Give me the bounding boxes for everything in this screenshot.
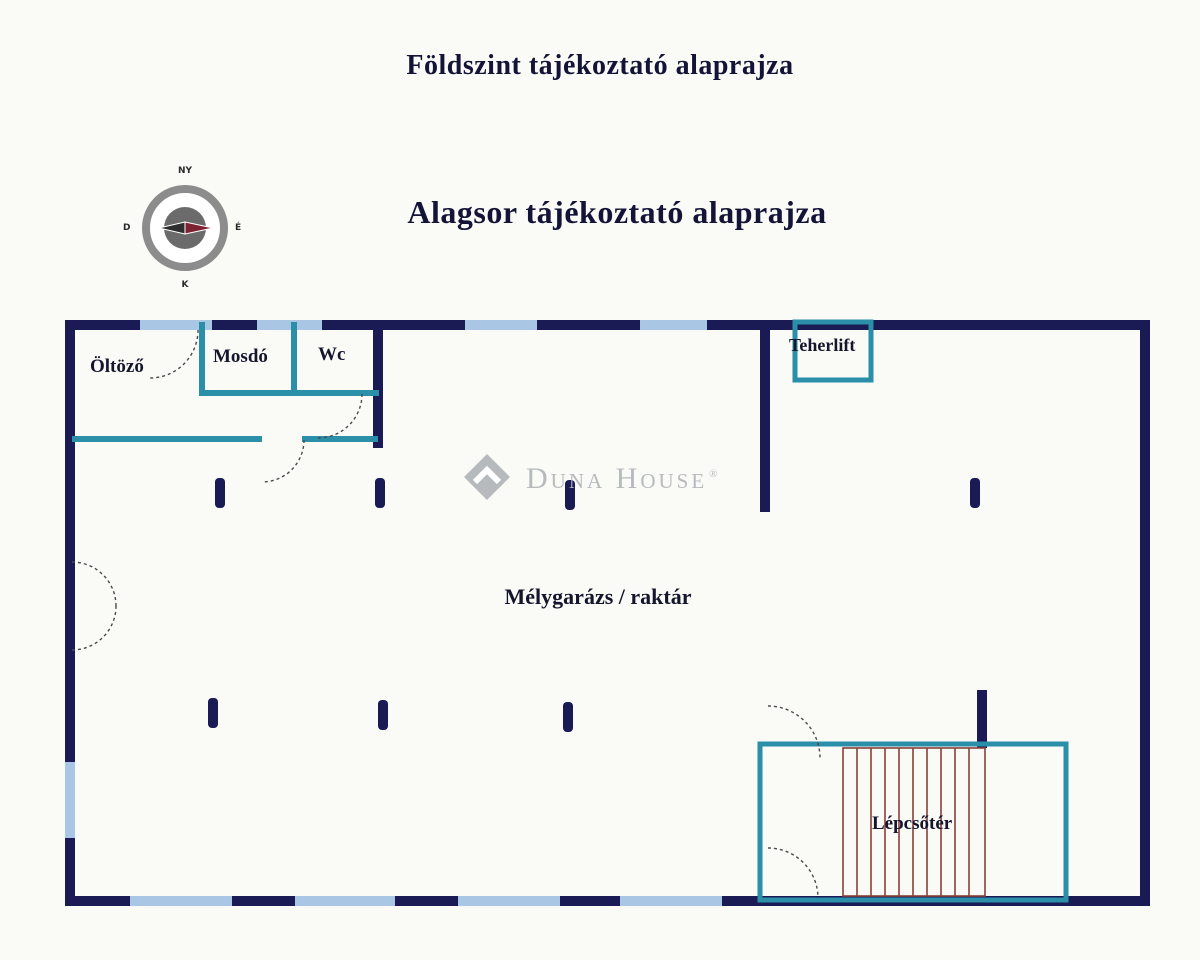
partition-corridor-right	[302, 436, 378, 442]
pillar	[970, 478, 980, 508]
watermark-brand: Duna House	[526, 462, 708, 495]
partition-below-mosdo-wc	[199, 390, 379, 396]
compass-graphic	[142, 185, 228, 271]
wall-right	[1140, 320, 1150, 906]
basement-title: Alagsor tájékoztató alaprajza	[407, 194, 827, 230]
pillar	[378, 700, 388, 730]
pillar	[565, 480, 575, 510]
wall-stair-stub	[977, 690, 987, 748]
watermark: Duna House®	[462, 449, 721, 504]
window-segment	[257, 320, 322, 330]
stair-run-outline	[842, 747, 986, 897]
room-label-teherlift: Teherlift	[789, 335, 856, 355]
window-segment	[465, 320, 537, 330]
window-segment	[130, 896, 232, 906]
door-arc-stairwell-bottom	[767, 847, 819, 899]
teherlift-shaft	[792, 319, 874, 383]
compass-label-right: É	[235, 223, 242, 233]
room-label-melygarazs: Mélygarázs / raktár	[504, 584, 692, 609]
room-label-oltozo: Öltöző	[90, 356, 144, 377]
partition-mosdo-wc	[291, 322, 297, 396]
watermark-diamond	[464, 453, 510, 500]
window-segment	[620, 896, 722, 906]
outer-walls	[65, 320, 1150, 906]
pillar	[215, 478, 225, 508]
pillar	[563, 702, 573, 732]
pillars	[208, 478, 980, 732]
window-segment	[140, 320, 212, 330]
interior-walls	[373, 320, 987, 748]
partition-corridor-left	[72, 436, 262, 442]
pillar	[208, 698, 218, 728]
partition-oltozo-mosdo	[199, 322, 205, 396]
door-arc-wc	[317, 393, 363, 439]
door-arc-double-bottom	[71, 605, 117, 651]
stairs	[842, 747, 986, 897]
door-arc-stairwell-top	[767, 705, 821, 759]
watermark-text: Duna House®	[526, 449, 721, 504]
compass-rose: NY É K D	[123, 166, 241, 290]
window-segment	[295, 896, 395, 906]
stairwell-enclosure	[757, 741, 1069, 903]
wall-bottom	[65, 896, 1150, 906]
partition-walls	[72, 319, 1069, 903]
door-arc-double-top	[71, 561, 117, 607]
door-arc-oltozo	[149, 329, 199, 379]
room-label-wc: Wc	[318, 344, 346, 365]
room-label-lepcsoter: Lépcsőtér	[872, 813, 953, 834]
compass-label-top: NY	[177, 166, 193, 176]
compass-needle-north	[184, 221, 214, 235]
door-swings	[71, 329, 821, 899]
room-label-mosdo: Mosdó	[213, 346, 268, 367]
window-segments	[65, 320, 722, 906]
pillar	[375, 478, 385, 508]
watermark-roof	[472, 465, 502, 484]
window-segment	[640, 320, 707, 330]
wall-left	[65, 320, 75, 906]
watermark-logo	[464, 453, 510, 500]
wall-center-divider	[760, 320, 770, 512]
page-title: Földszint tájékoztató alaprajza	[406, 50, 794, 81]
wall-wc-right	[373, 320, 383, 448]
registered-mark: ®	[709, 468, 721, 480]
door-arc-corridor	[261, 439, 305, 483]
compass-label-bottom: K	[181, 280, 189, 290]
wall-top	[65, 320, 1150, 330]
window-segment	[65, 762, 75, 838]
compass-label-left: D	[123, 223, 131, 233]
window-segment	[458, 896, 560, 906]
